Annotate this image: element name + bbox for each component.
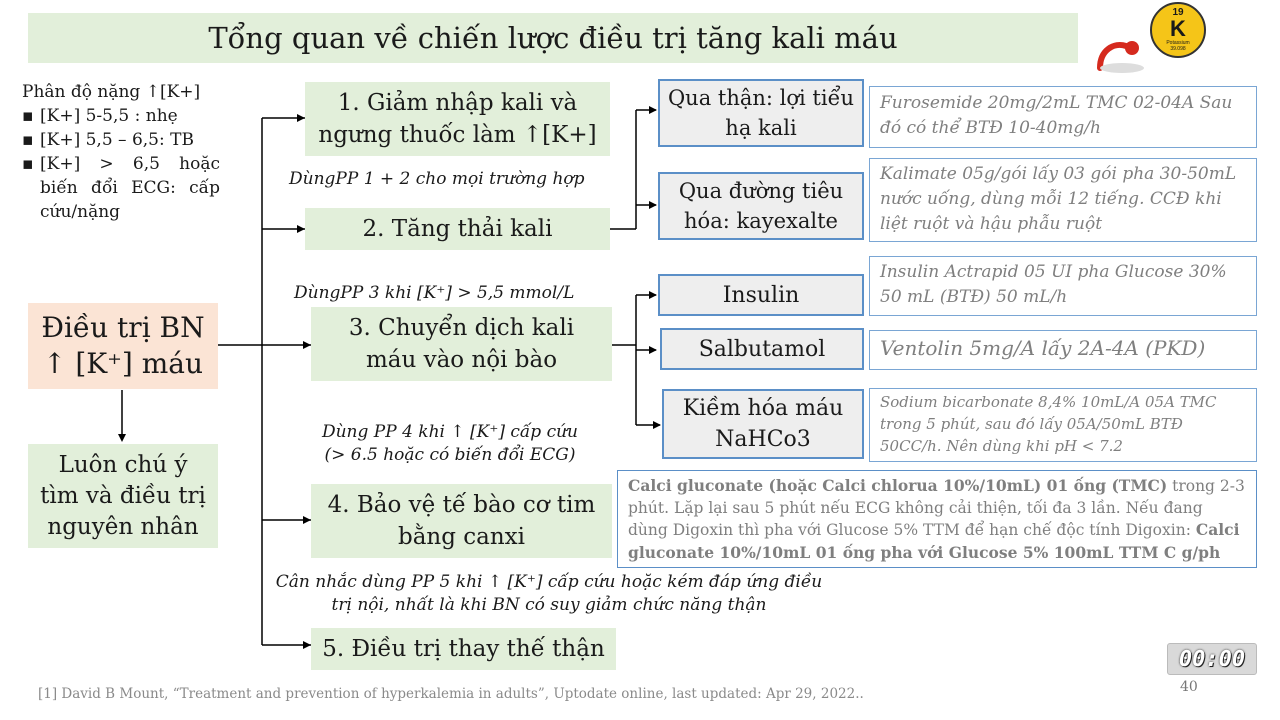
root-node: Điều trị BN ↑ [K⁺] máu: [28, 303, 218, 389]
page-number: 40: [1180, 679, 1198, 695]
note-kalimate: Kalimate 05g/gói lấy 03 gói pha 30-50mL …: [869, 158, 1257, 242]
note-insulin: Insulin Actrapid 05 UI pha Glucose 30% 5…: [869, 256, 1257, 316]
page-title: Tổng quan về chiến lược điều trị tăng ka…: [208, 21, 898, 55]
severity-heading: Phân độ nặng ↑[K+]: [22, 82, 201, 102]
severity-item: [K+] > 6,5 hoặc biến đổi ECG: cấp cứu/nặ…: [22, 152, 220, 224]
calcium-instructions: trong 2-3 phút. Lặp lại sau 5 phút nếu E…: [628, 477, 1245, 539]
cause-node: Luôn chú ý tìm và điều trị nguyên nhân: [28, 444, 218, 548]
step-1: 1. Giảm nhập kali và ngưng thuốc làm ↑[K…: [305, 82, 610, 156]
severity-item: [K+] 5-5,5 : nhẹ: [22, 104, 220, 128]
route-insulin: Insulin: [658, 274, 864, 316]
severity-list: [K+] 5-5,5 : nhẹ [K+] 5,5 – 6,5: TB [K+]…: [22, 104, 220, 224]
reference: [1] David B Mount, “Treatment and preven…: [38, 686, 864, 702]
potassium-logo: 19 K Potassium 39.098: [1090, 2, 1270, 82]
note-furosemide: Furosemide 20mg/2mL TMC 02-04A Sau đó có…: [869, 86, 1257, 148]
calcium-dose: Calci gluconate (hoặc Calci chlorua 10%/…: [628, 476, 1168, 495]
calcium-note: Calci gluconate (hoặc Calci chlorua 10%/…: [617, 470, 1257, 568]
note-bicarbonate: Sodium bicarbonate 8,4% 10mL/A 05A TMC t…: [869, 388, 1257, 462]
timer-display: 00:00: [1167, 643, 1257, 675]
route-salbutamol: Salbutamol: [660, 328, 864, 370]
mascot-figure-icon: [1097, 41, 1144, 73]
indication-pp12: DùngPP 1 + 2 cho mọi trường hợp: [289, 169, 585, 189]
title-banner: Tổng quan về chiến lược điều trị tăng ka…: [28, 13, 1078, 63]
route-gi: Qua đường tiêu hóa: kayexalte: [658, 172, 864, 240]
indication-pp4: Dùng PP 4 khi ↑ [K⁺] cấp cứu (> 6.5 hoặc…: [321, 422, 579, 465]
indication-pp3: DùngPP 3 khi [K⁺] > 5,5 mmol/L: [294, 283, 575, 303]
indication-pp5: Cân nhắc dùng PP 5 khi ↑ [K⁺] cấp cứu ho…: [275, 572, 823, 615]
step-4: 4. Bảo vệ tế bào cơ tim bằng canxi: [311, 484, 612, 558]
step-5: 5. Điều trị thay thế thận: [311, 628, 616, 670]
severity-item: [K+] 5,5 – 6,5: TB: [22, 128, 220, 152]
severity-box: Phân độ nặng ↑[K+] [K+] 5-5,5 : nhẹ [K+]…: [22, 80, 220, 224]
route-renal: Qua thận: lợi tiểu hạ kali: [658, 79, 864, 147]
route-bicarbonate: Kiềm hóa máu NaHCo3: [662, 389, 864, 459]
potassium-badge: 19 K Potassium 39.098: [1150, 2, 1206, 58]
step-3: 3. Chuyển dịch kali máu vào nội bào: [311, 307, 612, 381]
note-ventolin: Ventolin 5mg/A lấy 2A-4A (PKD): [869, 330, 1257, 370]
step-2: 2. Tăng thải kali: [305, 208, 610, 250]
calcium-digoxin-dose: Calci gluconate 10%/10mL 01 ống pha với …: [628, 520, 1240, 562]
